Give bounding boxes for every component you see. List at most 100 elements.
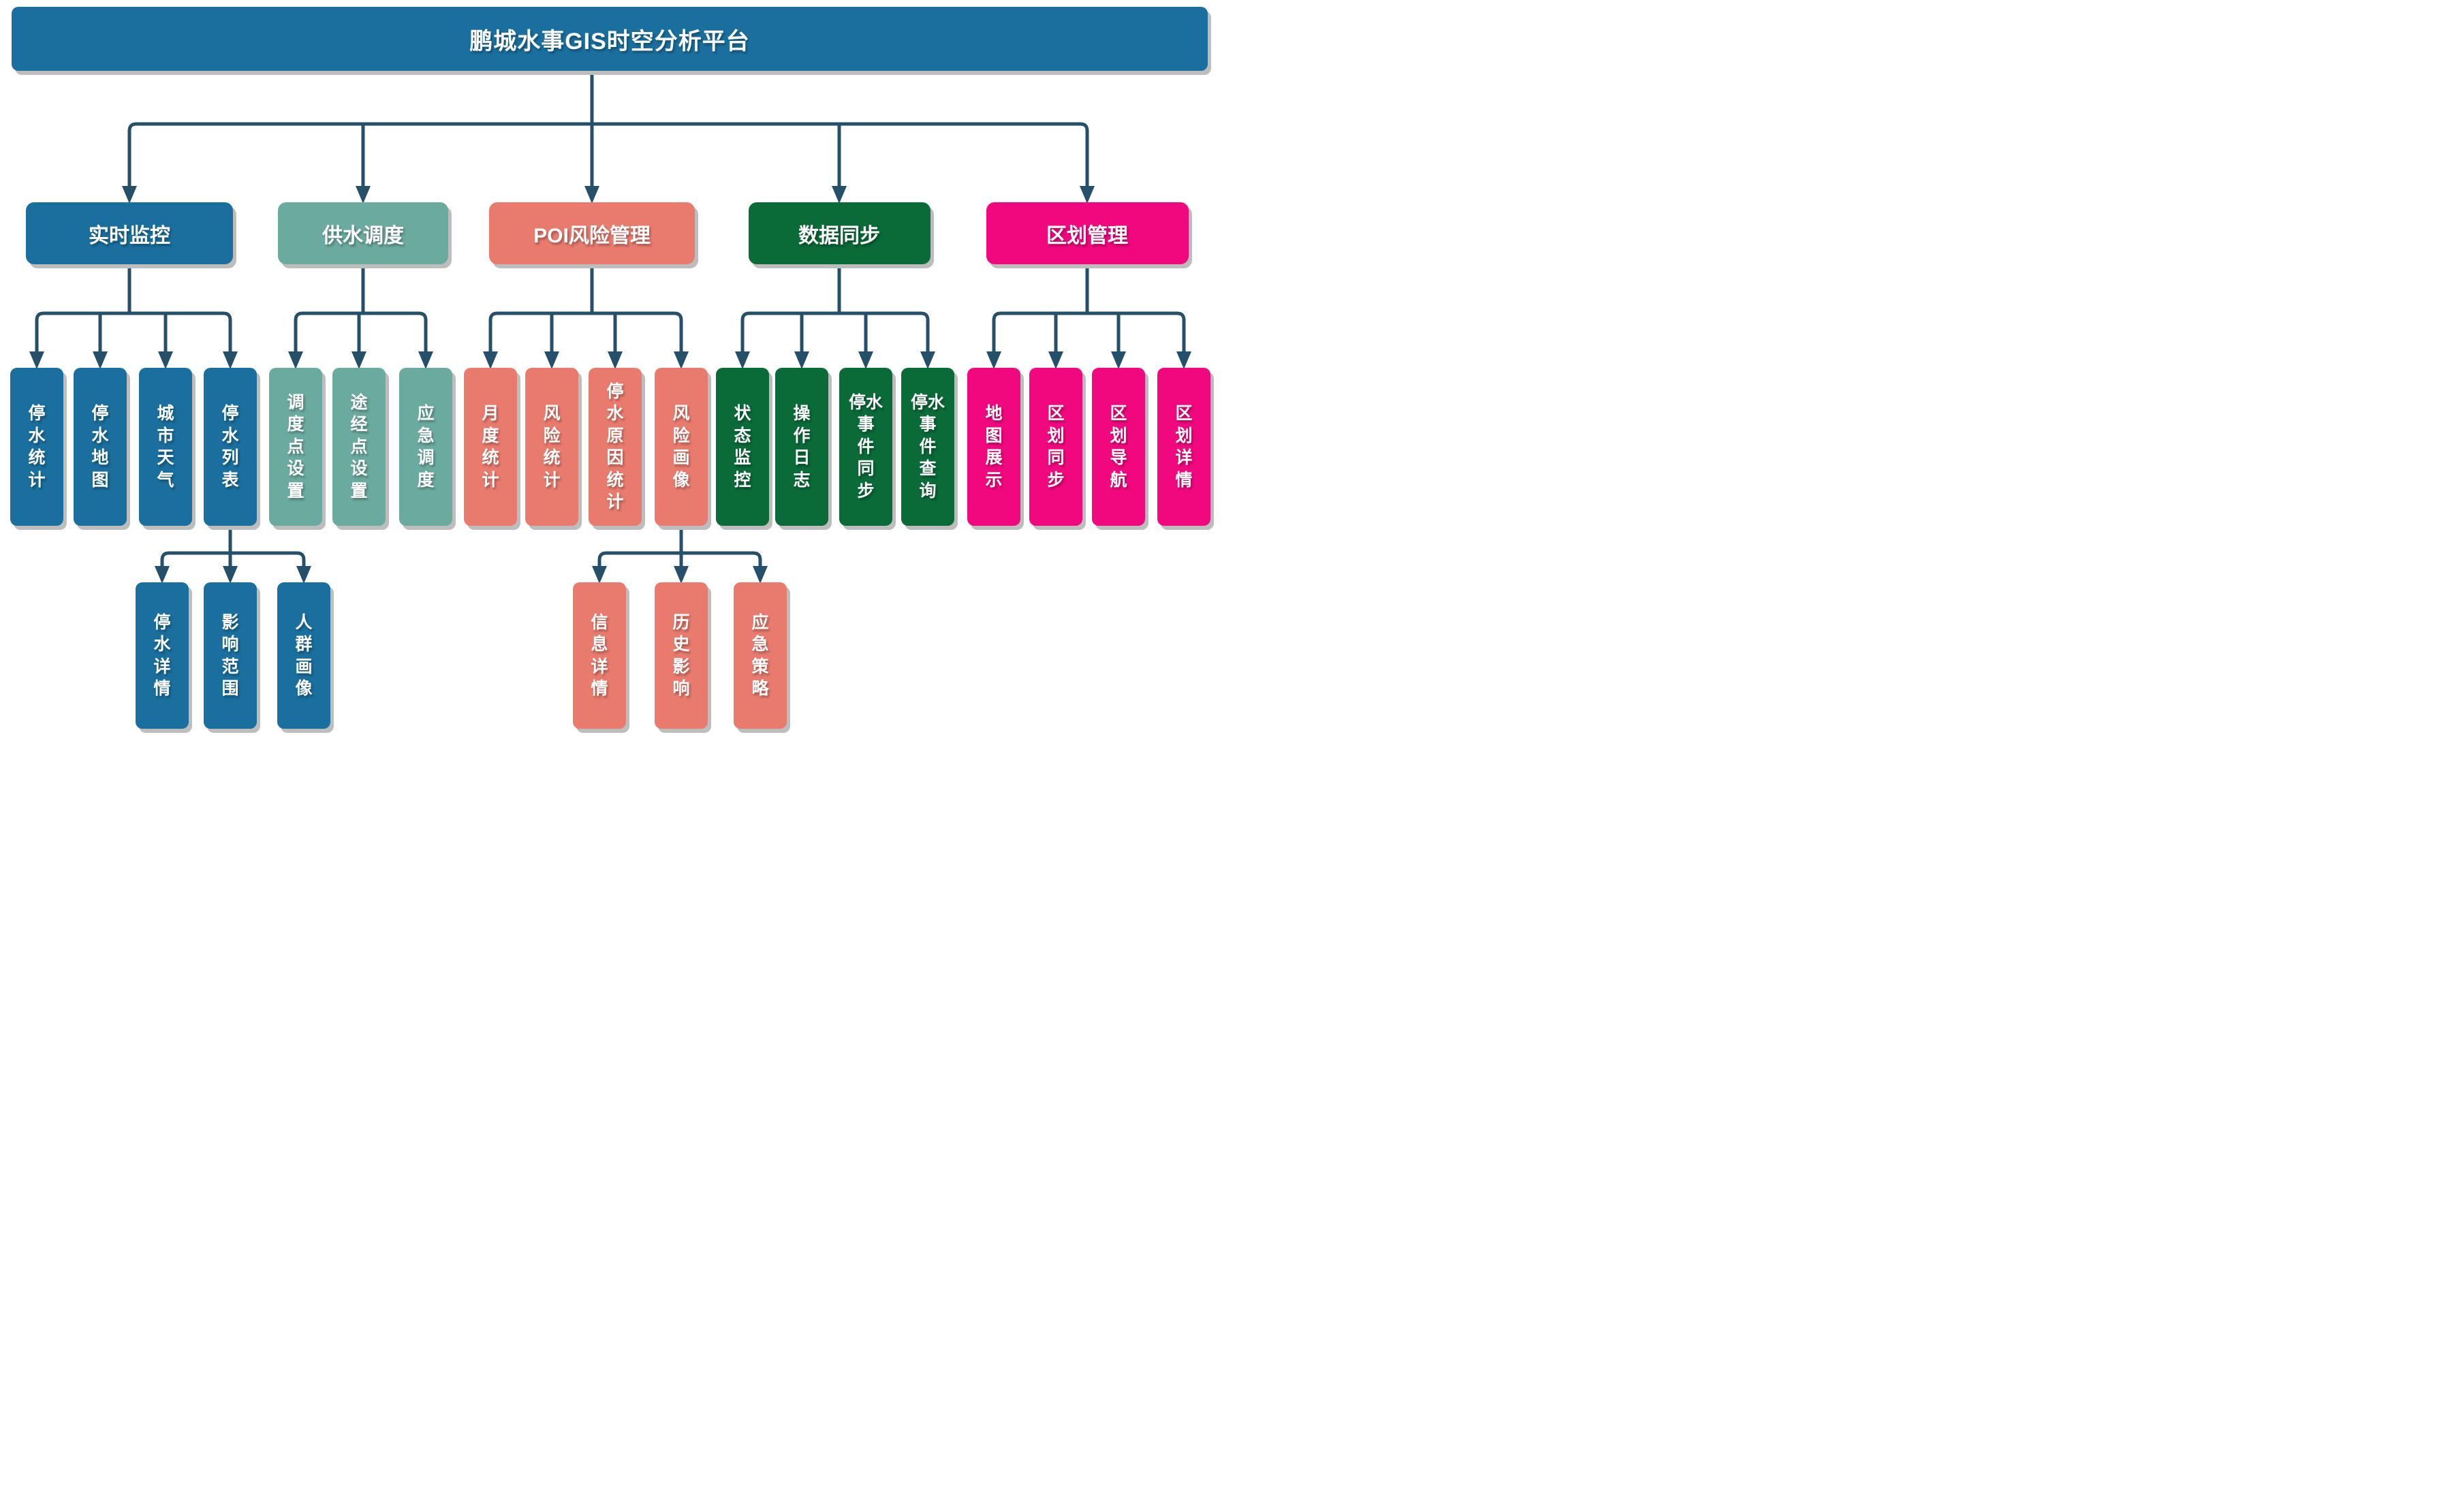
arrowhead-icon xyxy=(356,186,371,204)
node-operation-log: 操作日志 xyxy=(775,368,828,526)
node-label-line: 像 xyxy=(672,470,690,490)
node-label-line: 地 xyxy=(985,404,1003,423)
node-emergency-strategy: 应急策略 xyxy=(734,582,787,729)
node-label-line: 图 xyxy=(985,426,1003,445)
node-label-line: 气 xyxy=(157,470,174,490)
node-label: 数据同步 xyxy=(798,224,880,247)
node-label: POI风险管理 xyxy=(533,224,651,247)
node-label-line: 急 xyxy=(417,426,435,445)
node-label-line: 详 xyxy=(1175,448,1193,467)
node-label-line: 险 xyxy=(543,426,561,445)
arrowhead-icon xyxy=(223,566,238,584)
node-label-line: 停 xyxy=(221,404,239,423)
node-label-line: 月 xyxy=(482,404,499,423)
node-label-line: 详 xyxy=(153,657,171,676)
node-map-display: 地图展示 xyxy=(967,368,1020,526)
node-label-line: 停水 xyxy=(910,392,945,412)
org-chart-canvas: 鹏城水事GIS时空分析平台实时监控停水统计停水地图城市天气停水列表停水详情影响范… xyxy=(0,0,1220,756)
node-label-line: 导 xyxy=(1110,448,1127,467)
node-label-line: 天 xyxy=(157,448,174,467)
arrowhead-icon xyxy=(288,351,303,369)
node-water-outage-map: 停水地图 xyxy=(74,368,127,526)
arrowhead-icon xyxy=(122,186,137,204)
node-label-line: 信 xyxy=(591,612,608,632)
node-label-line: 事 xyxy=(919,415,937,435)
node-dispatch-point-setting: 调度点设置 xyxy=(269,368,322,526)
connector-path xyxy=(127,122,1089,186)
arrowhead-icon xyxy=(1048,351,1063,369)
node-poi-risk-management: POI风险管理 xyxy=(489,202,695,264)
node-label-line: 表 xyxy=(221,470,239,490)
node-label-line: 像 xyxy=(295,679,313,698)
node-label-line: 响 xyxy=(672,679,690,698)
node-label-line: 志 xyxy=(793,470,811,490)
node-label-line: 划 xyxy=(1175,426,1193,445)
node-label-line: 计 xyxy=(606,492,624,511)
node-label-line: 同 xyxy=(857,459,875,479)
node-label-line: 因 xyxy=(606,448,624,467)
node-label-line: 范 xyxy=(221,657,239,676)
node-outage-cause-statistics: 停水原因统计 xyxy=(589,368,642,526)
node-label-line: 水 xyxy=(28,426,46,445)
node-label-line: 群 xyxy=(295,635,313,654)
node-label-line: 史 xyxy=(672,635,690,654)
arrowhead-icon xyxy=(753,566,768,584)
node-label-line: 应 xyxy=(417,404,435,423)
node-label-line: 统 xyxy=(28,448,46,467)
node-label-line: 计 xyxy=(28,470,46,490)
arrowhead-icon xyxy=(1080,186,1095,204)
node-label: 供水调度 xyxy=(322,224,404,247)
node-label-line: 作 xyxy=(793,426,811,445)
node-label-line: 停 xyxy=(91,404,109,423)
node-label-line: 同 xyxy=(1047,448,1065,467)
arrowhead-icon xyxy=(986,351,1001,369)
node-label-line: 调 xyxy=(417,448,435,467)
arrowhead-icon xyxy=(674,566,689,584)
node-label-line: 点 xyxy=(287,437,304,456)
node-label-line: 计 xyxy=(543,470,561,490)
arrowhead-icon xyxy=(296,566,311,584)
connector-path xyxy=(740,311,930,351)
node-label-line: 统 xyxy=(482,448,499,467)
node-data-sync: 数据同步 xyxy=(748,202,930,264)
node-label-line: 风 xyxy=(672,404,690,423)
node-label-line: 情 xyxy=(591,679,608,698)
node-label-line: 状 xyxy=(734,404,751,423)
node-label-line: 水 xyxy=(91,426,109,445)
node-label-line: 水 xyxy=(606,404,624,423)
arrowhead-icon xyxy=(592,566,607,584)
node-label-line: 人 xyxy=(295,612,313,632)
arrowhead-icon xyxy=(674,351,689,369)
node-label-line: 影 xyxy=(672,657,690,676)
node-district-navigation: 区划导航 xyxy=(1092,368,1145,526)
node-label-line: 查 xyxy=(919,459,937,479)
node-label-line: 度 xyxy=(287,415,304,435)
node-label-line: 策 xyxy=(751,657,769,676)
arrowhead-icon xyxy=(158,351,173,369)
node-label-line: 画 xyxy=(672,448,690,467)
node-status-monitoring: 状态监控 xyxy=(716,368,769,526)
node-risk-statistics: 风险统计 xyxy=(525,368,578,526)
node-label-line: 控 xyxy=(734,470,751,490)
node-risk-profile: 风险画像 xyxy=(655,368,708,526)
node-label-line: 地 xyxy=(91,448,109,467)
node-label-line: 城 xyxy=(157,404,174,423)
arrowhead-icon xyxy=(1111,351,1126,369)
node-label-line: 航 xyxy=(1110,470,1127,490)
node-label-line: 略 xyxy=(751,679,769,698)
node-water-outage-statistics: 停水统计 xyxy=(10,368,63,526)
node-label-line: 展 xyxy=(985,448,1003,467)
node-label-line: 统 xyxy=(543,448,561,467)
node-label-line: 市 xyxy=(157,426,174,445)
node-district-management: 区划管理 xyxy=(986,202,1189,264)
node-label-line: 度 xyxy=(417,470,435,490)
node-label-line: 停 xyxy=(28,404,46,423)
node-label-line: 险 xyxy=(672,426,690,445)
arrowhead-icon xyxy=(223,351,238,369)
node-label-line: 原 xyxy=(606,426,624,445)
node-label-line: 水 xyxy=(221,426,239,445)
node-platform-root: 鹏城水事GIS时空分析平台 xyxy=(12,7,1208,71)
arrowhead-icon xyxy=(832,186,847,204)
node-label: 鹏城水事GIS时空分析平台 xyxy=(469,28,750,54)
connector-path xyxy=(35,311,232,351)
